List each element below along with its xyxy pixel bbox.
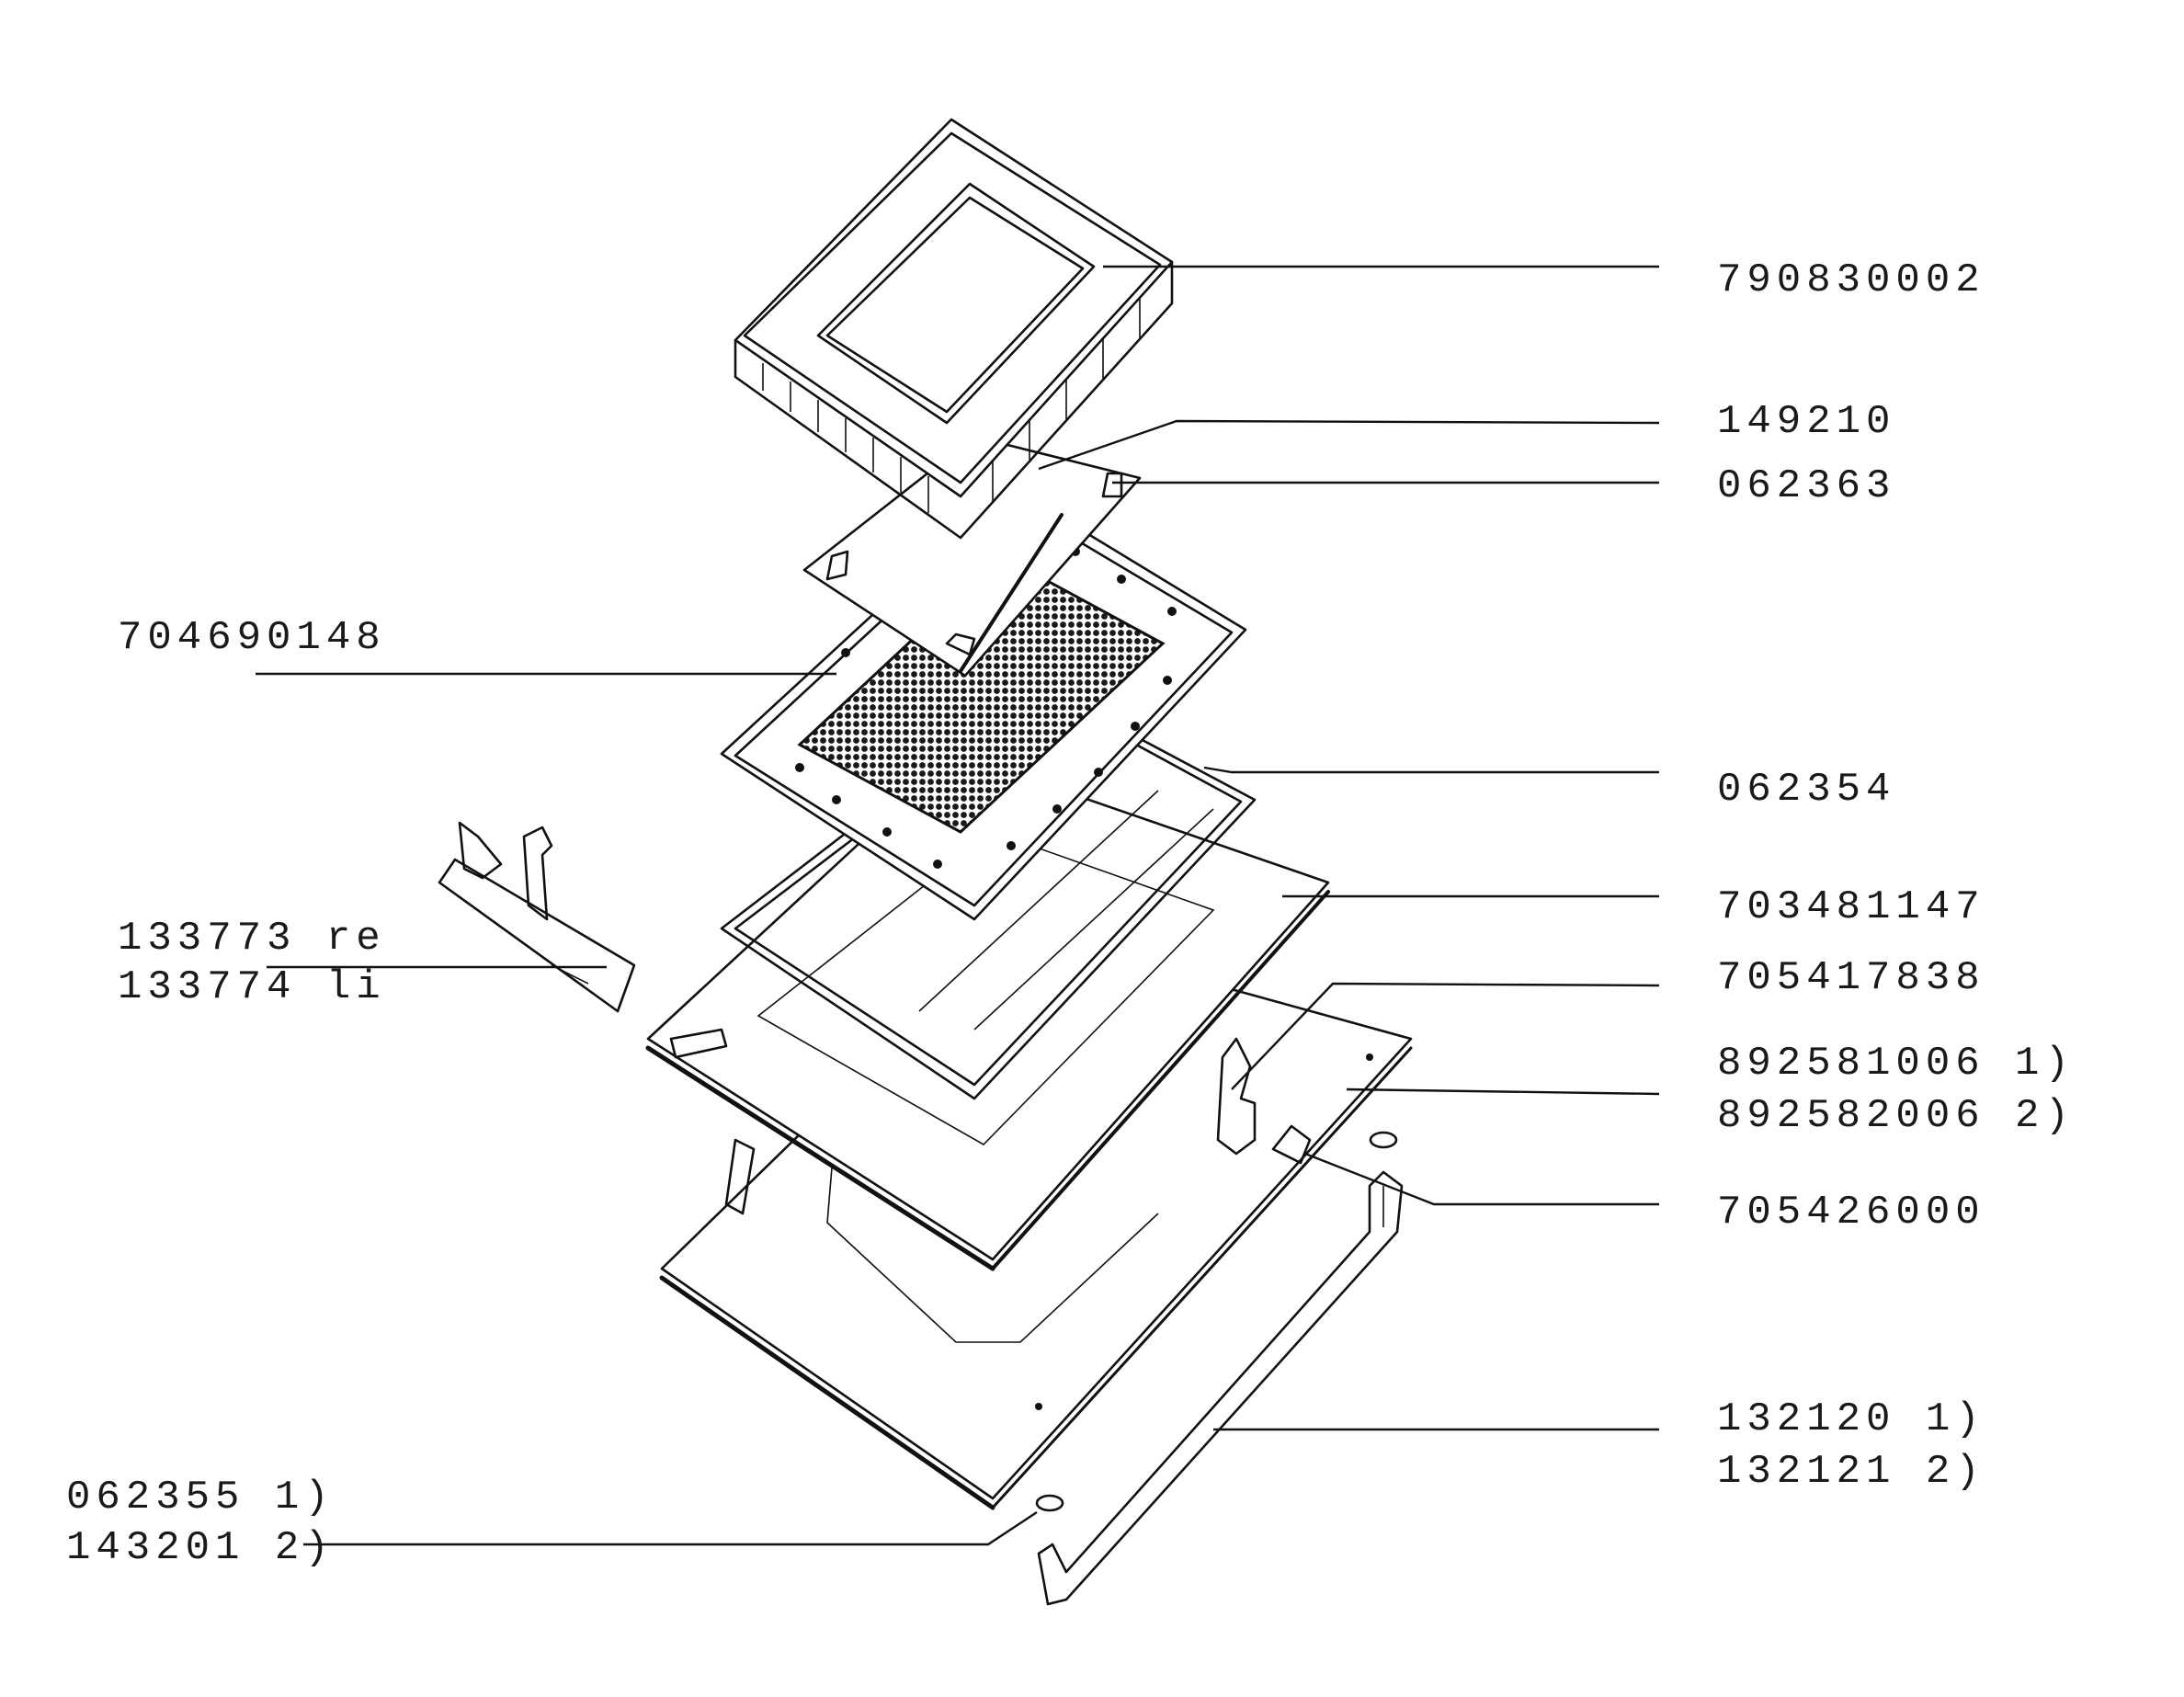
- label-705426000: 705426000: [1717, 1190, 1985, 1236]
- label-790830002: 790830002: [1717, 257, 1985, 303]
- label-704690148: 704690148: [118, 615, 386, 661]
- label-132120: 132120 1): [1717, 1396, 1985, 1442]
- label-133773: 133773 re: [118, 916, 386, 962]
- label-133774: 133774 li: [118, 964, 386, 1010]
- glass-plate: [802, 435, 1142, 678]
- label-703481147: 703481147: [1717, 884, 1985, 930]
- label-132121: 132121 2): [1717, 1449, 1985, 1495]
- inner-frame: [645, 752, 1330, 1271]
- leader-lines: [256, 265, 1660, 1546]
- label-149210: 149210: [1717, 399, 1895, 445]
- tray-ribs: [762, 299, 1141, 513]
- small-hinge: [1216, 1037, 1312, 1165]
- label-062363: 062363: [1717, 463, 1895, 509]
- label-892582006: 892582006 2): [1717, 1093, 2075, 1139]
- label-892581006: 892581006 1): [1717, 1041, 2075, 1087]
- label-143201: 143201 2): [66, 1525, 335, 1571]
- hinge-bracket: [438, 821, 636, 1013]
- label-705417838: 705417838: [1717, 955, 1985, 1001]
- label-062354: 062354: [1717, 767, 1895, 813]
- part-labels: 790830002 149210 062363 704690148 062354…: [66, 257, 2075, 1571]
- door-handle: [1035, 1131, 1404, 1606]
- label-062355: 062355 1): [66, 1475, 335, 1520]
- top-tray: [734, 118, 1174, 540]
